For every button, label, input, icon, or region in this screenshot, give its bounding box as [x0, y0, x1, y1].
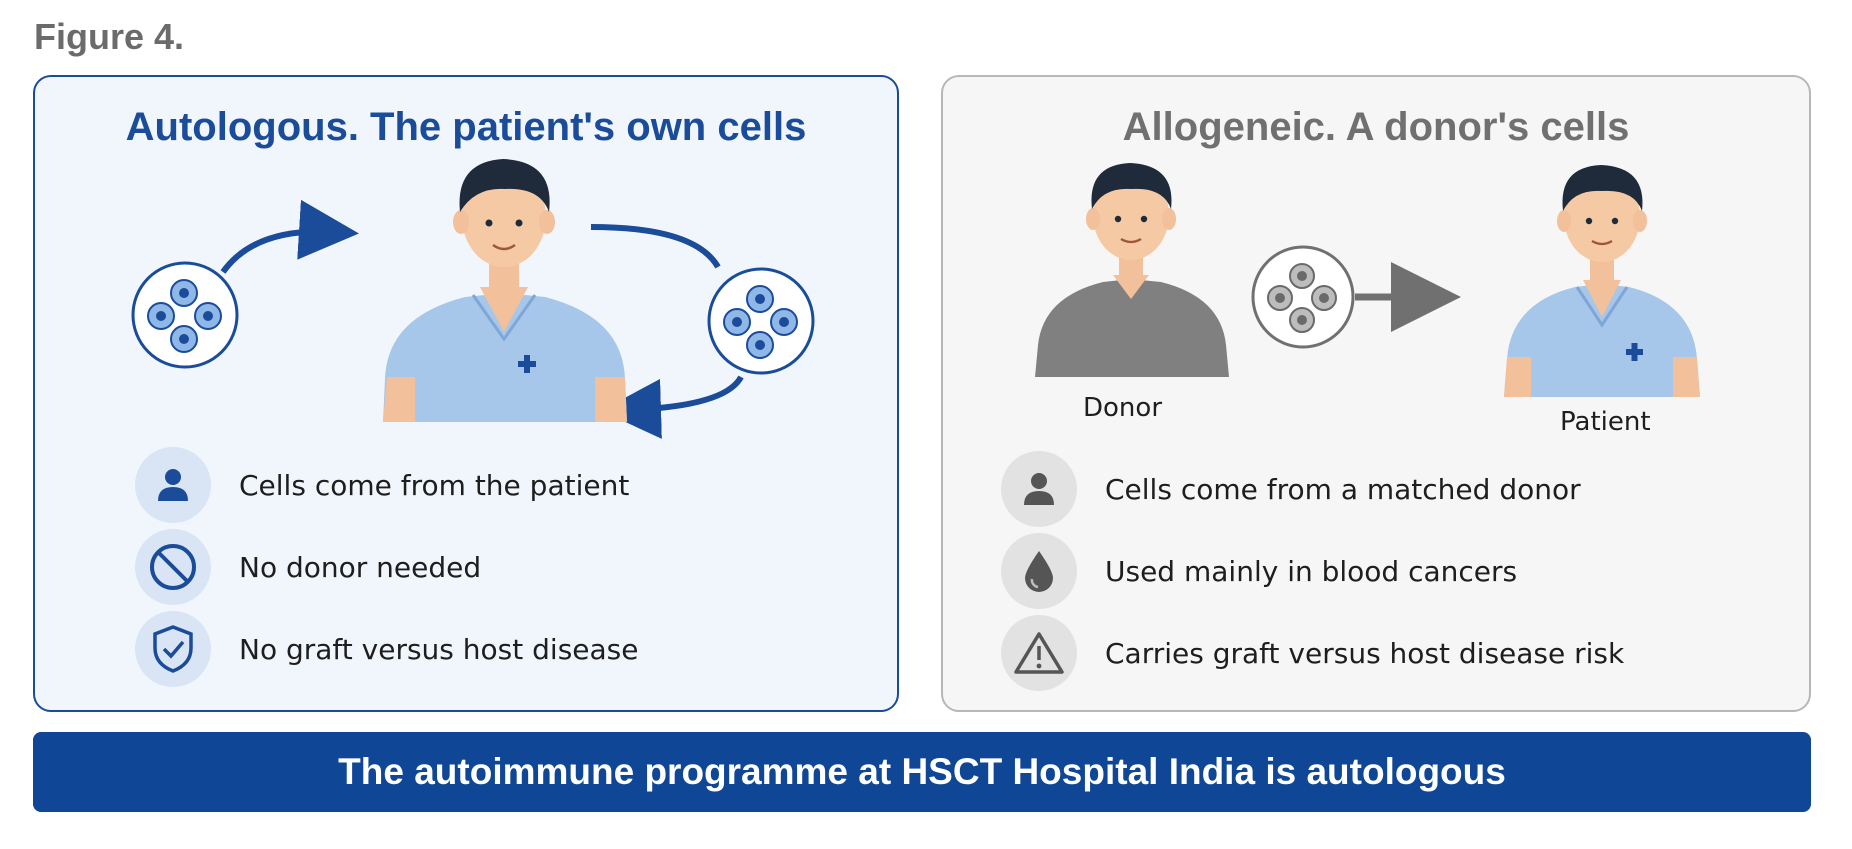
person-icon	[1001, 451, 1077, 527]
feature-row: No graft versus host disease	[135, 611, 638, 687]
autologous-panel: Autologous. The patient's own cells	[33, 75, 899, 712]
blood-drop-icon	[1001, 533, 1077, 609]
feature-row: Cells come from the patient	[135, 447, 629, 523]
stem-cells-icon	[131, 261, 239, 369]
feature-row: Used mainly in blood cancers	[1001, 533, 1517, 609]
donor-label: Donor	[1083, 393, 1163, 423]
allogeneic-illustration	[1035, 163, 1700, 397]
feature-text: No graft versus host disease	[239, 632, 639, 666]
patient-figure	[1504, 165, 1700, 397]
autologous-title: Autologous. The patient's own cells	[125, 105, 807, 149]
summary-banner: The autoimmune programme at HSCT Hospita…	[33, 732, 1811, 812]
warning-triangle-icon	[1001, 615, 1077, 691]
feature-text: Used mainly in blood cancers	[1105, 554, 1518, 588]
patient-label: Patient	[1560, 407, 1651, 437]
patient-figure	[383, 159, 627, 422]
feature-text: No donor needed	[239, 550, 482, 584]
arrow-return	[601, 375, 744, 439]
feature-row: Cells come from a matched donor	[1001, 451, 1581, 527]
shield-check-icon	[135, 611, 211, 687]
allogeneic-title: Allogeneic. A donor's cells	[1122, 105, 1630, 149]
no-entry-icon	[135, 529, 211, 605]
stem-cells-icon	[707, 267, 815, 375]
donor-figure	[1035, 163, 1229, 377]
figure-label: Figure 4.	[34, 16, 185, 57]
feature-row: Carries graft versus host disease risk	[1001, 615, 1624, 691]
feature-text: Cells come from a matched donor	[1105, 472, 1581, 506]
autologous-illustration	[131, 159, 815, 439]
stem-cells-icon	[1251, 245, 1355, 349]
person-icon	[135, 447, 211, 523]
feature-row: No donor needed	[135, 529, 481, 605]
arrow-to-patient	[220, 199, 359, 274]
feature-text: Carries graft versus host disease risk	[1105, 636, 1625, 670]
allogeneic-panel: Allogeneic. A donor's cells	[941, 75, 1811, 712]
feature-text: Cells come from the patient	[239, 468, 630, 502]
arrow-collect	[590, 224, 721, 269]
